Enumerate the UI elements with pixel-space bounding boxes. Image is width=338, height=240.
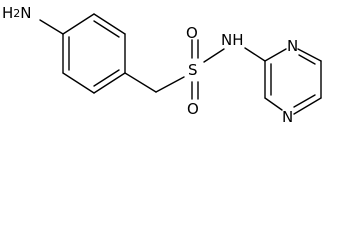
ring-bond — [264, 97, 283, 111]
structure-diagram: H2N S O O NH N N — [2, 4, 322, 126]
ring-bond — [93, 72, 126, 94]
ring-bond — [264, 48, 287, 62]
ring-double-bond — [293, 94, 316, 108]
sulfur-nitrogen-bond — [203, 48, 225, 63]
ring-double-bond — [298, 54, 316, 65]
pyrimidine-nitrogen-bottom: N — [282, 108, 293, 126]
benzene-ring — [62, 13, 126, 94]
ring-double-bond — [93, 69, 120, 87]
sulfonamide-nh-label: NH — [221, 31, 244, 49]
ring-bond — [62, 72, 95, 94]
methylene-bond — [124, 72, 157, 93]
amine-label: H2N — [2, 4, 32, 22]
carbon-sulfur-bond — [155, 76, 185, 93]
amine-bond — [39, 19, 64, 35]
sulfur-atom: S — [188, 61, 198, 79]
ring-bond — [93, 13, 126, 35]
nitrogen-pyrimidine-bond — [244, 47, 266, 62]
ring-bond — [297, 48, 322, 62]
ring-double-bond — [93, 20, 120, 38]
ring-bond — [62, 13, 95, 35]
oxygen-bottom-atom: O — [187, 100, 199, 118]
pyrimidine-nitrogen-top: N — [287, 37, 298, 55]
ring-bond — [293, 97, 322, 115]
oxygen-top-atom: O — [186, 24, 198, 42]
pyrimidine-ring — [264, 48, 322, 115]
